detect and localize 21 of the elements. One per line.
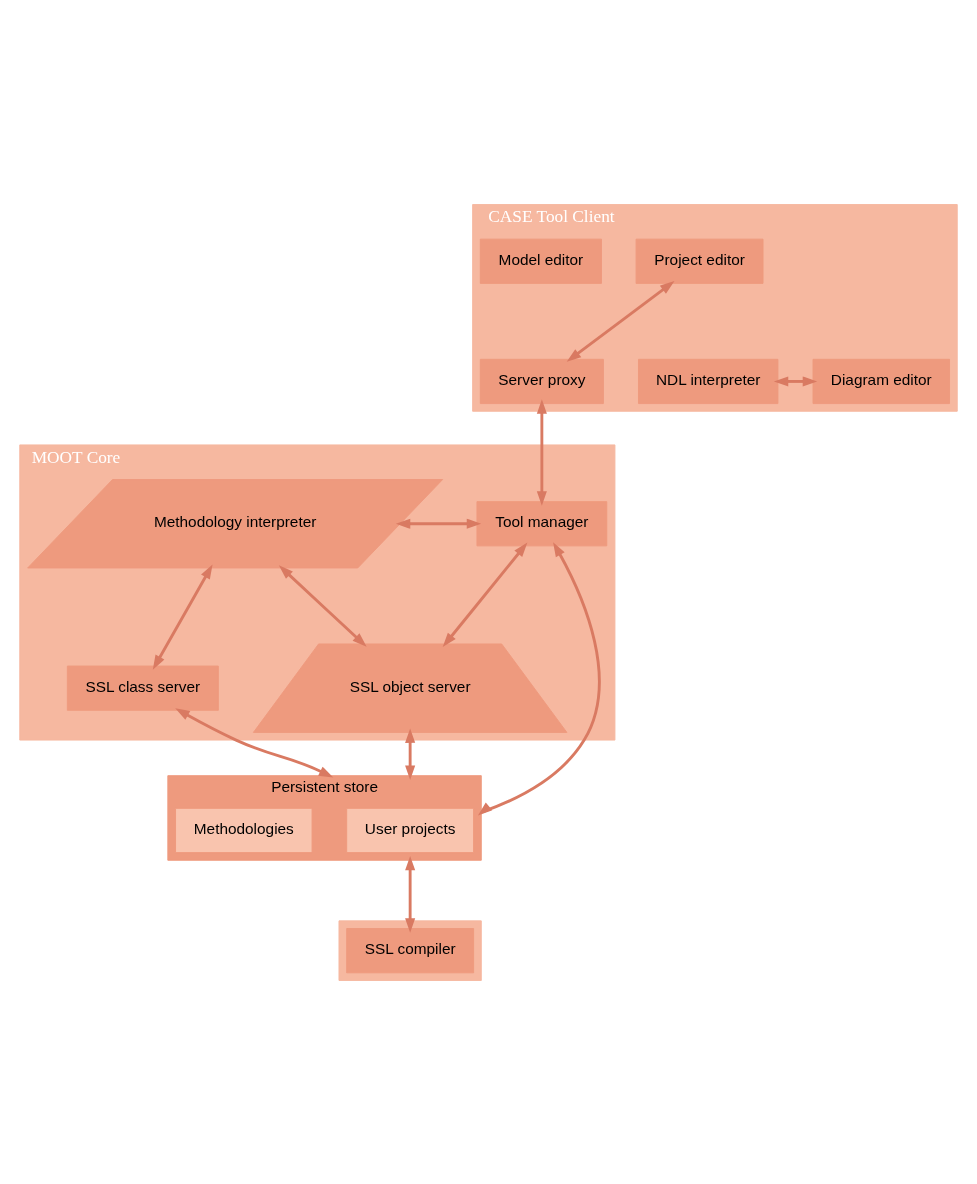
node-box: Server proxy bbox=[479, 358, 604, 404]
node-box: User projects bbox=[346, 807, 475, 853]
arrow bbox=[278, 564, 367, 647]
arrow bbox=[395, 518, 482, 529]
arrow bbox=[566, 280, 675, 362]
node-box: Diagram editor bbox=[812, 358, 950, 404]
node-box: Methodologies bbox=[175, 807, 313, 853]
node-box: SSL compiler bbox=[346, 927, 475, 973]
arrow bbox=[477, 541, 601, 816]
arrow bbox=[405, 727, 416, 780]
arrow bbox=[773, 375, 818, 386]
arrow bbox=[175, 707, 334, 778]
arrow bbox=[152, 563, 213, 670]
node-box: NDL interpreter bbox=[638, 358, 779, 404]
node-box: Project editor bbox=[635, 238, 764, 284]
arrow bbox=[442, 542, 528, 647]
arrow bbox=[536, 398, 547, 506]
node-box: Tool manager bbox=[476, 500, 608, 546]
node-box: SSL class server bbox=[66, 665, 219, 711]
arrow bbox=[405, 855, 416, 933]
node-box: Model editor bbox=[479, 238, 602, 284]
